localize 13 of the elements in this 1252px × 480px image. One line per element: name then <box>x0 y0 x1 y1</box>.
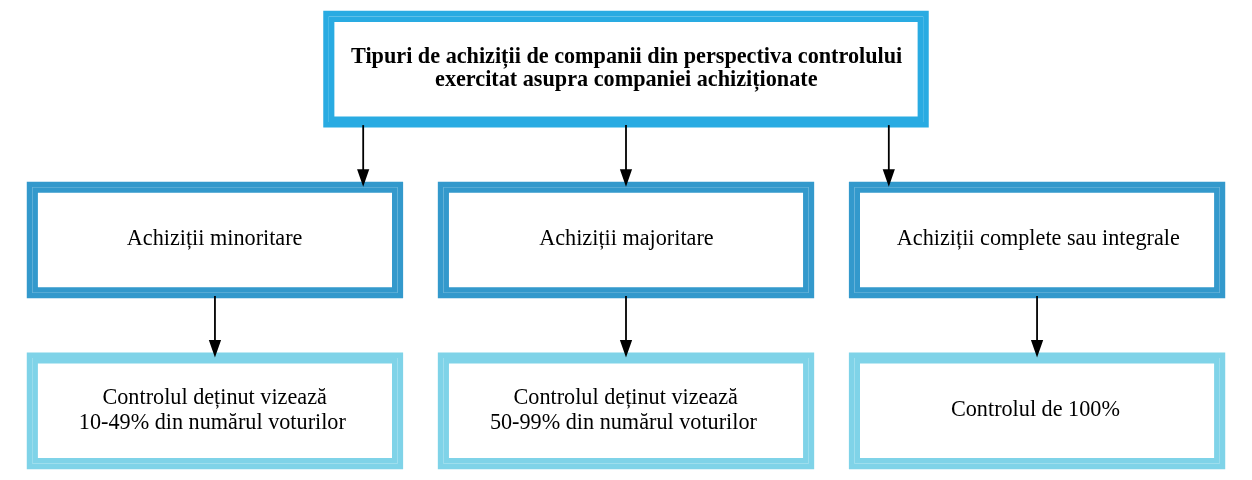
node-box: Achiziții majoritare <box>437 181 815 299</box>
arrow <box>357 124 370 187</box>
node-box: Achiziții complete sau integrale <box>848 181 1226 299</box>
node-box: Controlul de 100% <box>848 352 1226 470</box>
arrow <box>619 295 633 358</box>
node-box: Controlul deținut vizează 50-99% din numărul voturilor <box>437 352 815 470</box>
node-box: Achiziții minoritare <box>26 181 404 299</box>
node-box: Controlul deținut vizează 10-49% din numărul voturilor <box>26 352 404 470</box>
arrow <box>208 295 222 358</box>
arrow <box>1030 295 1044 358</box>
arrow <box>882 124 895 187</box>
arrow <box>619 124 633 187</box>
node-box: Tipuri de achiziții de companii din perspectiva controlului exercitat asupra companiei achiziționate <box>323 10 929 128</box>
